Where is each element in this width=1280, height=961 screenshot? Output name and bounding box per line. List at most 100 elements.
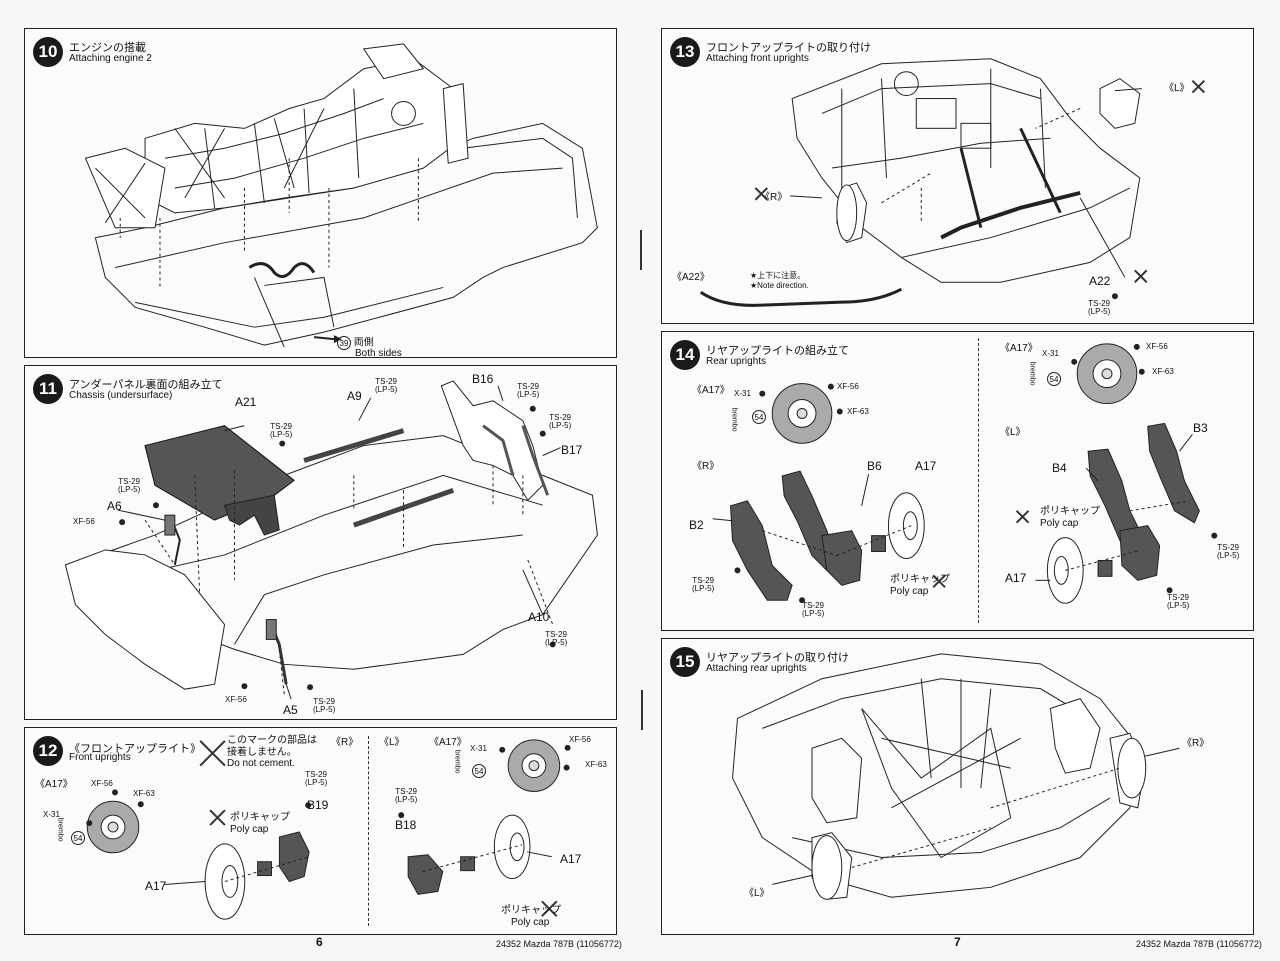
page-number-right: 7 xyxy=(954,935,961,949)
rear-upright-assembly-illustration xyxy=(712,343,1218,604)
step-title-jp: リヤアップライトの組み立て xyxy=(706,345,849,357)
part-label-b17: B17 xyxy=(561,443,583,457)
step-number-badge: 10 xyxy=(33,37,63,67)
decal-number-54: 54 xyxy=(1047,372,1061,386)
polycap-label-jp: ポリキャップ xyxy=(501,905,561,916)
paint-code: XF-56 xyxy=(73,517,95,526)
paint-code: XF-56 xyxy=(91,779,113,788)
brembo-decal: brembo xyxy=(730,407,738,432)
paint-code: TS-29 xyxy=(1217,543,1240,552)
step-title-en: Rear uprights xyxy=(706,356,767,367)
brembo-decal: brembo xyxy=(453,749,461,774)
paint-code: X-31 xyxy=(470,744,487,753)
paint-code: XF-56 xyxy=(569,735,591,744)
step-title-jp: 《フロントアップライト》 xyxy=(69,743,201,755)
paint-code: XF-56 xyxy=(1146,342,1168,351)
rear-upright-mount-illustration xyxy=(732,653,1180,900)
step-number-badge: 13 xyxy=(670,37,700,67)
paint-code: X-31 xyxy=(43,810,60,819)
part-label-a5: A5 xyxy=(283,703,298,717)
no-cement-note-en: Do not cement. xyxy=(227,758,295,769)
paint-code: XF-56 xyxy=(225,695,247,704)
side-label-left: 《L》 xyxy=(744,888,770,899)
paint-code: (LP-5) xyxy=(549,421,572,431)
decal-number-54: 54 xyxy=(752,410,766,424)
part-label-b19: B19 xyxy=(307,798,329,812)
underpanel-illustration xyxy=(64,380,598,700)
paint-code: XF-63 xyxy=(847,407,869,416)
binding-mark xyxy=(640,230,642,270)
paint-code: (LP-5) xyxy=(313,705,336,715)
step-title-en: Front uprights xyxy=(69,752,131,763)
right-page: 13 フロントアップライトの取り付け Attaching front uprig… xyxy=(640,0,1280,961)
decal-number-54: 54 xyxy=(71,831,85,845)
step-14-panel: 14 リヤアップライトの組み立て Rear uprights xyxy=(661,331,1254,631)
engine-chassis-illustration xyxy=(84,43,598,348)
paint-code: TS-29 xyxy=(305,770,328,779)
paint-code: TS-29 xyxy=(395,787,418,796)
side-label-right: 《R》 xyxy=(760,192,788,203)
paint-code: (LP-5) xyxy=(517,390,540,400)
front-upright-illustration xyxy=(86,739,571,920)
part-label-a22-ref: 《A22》 xyxy=(672,272,710,283)
paint-code: (LP-5) xyxy=(305,778,328,788)
part-label-b4: B4 xyxy=(1052,461,1067,475)
part-label-a9: A9 xyxy=(347,389,362,403)
step-number-badge: 14 xyxy=(670,340,700,370)
step-12-panel: 12 《フロントアップライト》 Front uprights xyxy=(24,727,617,935)
paint-code: TS-29 xyxy=(549,413,572,422)
paint-code: TS-29 xyxy=(270,422,293,431)
left-page: 10 エンジンの搭載 Attaching engine 2 xyxy=(24,28,622,949)
paint-code: TS-29 xyxy=(802,601,825,610)
footer-product-code: 24352 Mazda 787B (11056772) xyxy=(496,939,622,949)
step-title-en: Attaching engine 2 xyxy=(69,53,152,64)
side-label-right: 《R》 xyxy=(692,461,720,472)
part-label-a17: A17 xyxy=(560,852,582,866)
paint-code: XF-56 xyxy=(837,382,859,391)
side-label-left: 《L》 xyxy=(379,737,405,748)
step-title-jp: エンジンの搭載 xyxy=(69,42,146,54)
part-label-a17-ref: 《A17》 xyxy=(692,385,730,396)
note-direction-jp: ★上下に注意。 xyxy=(750,271,806,280)
step-10-panel: 10 エンジンの搭載 Attaching engine 2 xyxy=(24,28,617,358)
paint-code: (LP-5) xyxy=(270,430,293,440)
step-number-badge: 15 xyxy=(670,647,700,677)
paint-code: TS-29 xyxy=(118,477,141,486)
step-title-en: Attaching front uprights xyxy=(706,53,809,64)
brembo-decal: brembo xyxy=(56,817,64,842)
part-label-a17: A17 xyxy=(145,879,167,893)
paint-code: XF-63 xyxy=(1152,367,1174,376)
part-label-a10: A10 xyxy=(528,610,550,624)
part-label-b3: B3 xyxy=(1193,421,1208,435)
polycap-label-jp: ポリキャップ xyxy=(230,812,290,823)
paint-code: TS-29 xyxy=(517,382,540,391)
polycap-label-en: Poly cap xyxy=(230,824,269,835)
step-11-panel: 11 アンダーパネル裏面の組み立て Chassis (undersurface) xyxy=(24,365,617,720)
paint-code: X-31 xyxy=(1042,349,1059,358)
polycap-label-en: Poly cap xyxy=(1040,518,1079,529)
side-label-right: 《R》 xyxy=(331,737,359,748)
panel-divider xyxy=(978,338,979,623)
step-title-jp: リヤアップライトの取り付け xyxy=(706,652,849,664)
paint-code: (LP-5) xyxy=(545,638,568,648)
footer-product-code: 24352 Mazda 787B (11056772) xyxy=(1136,939,1262,949)
paint-code: X-31 xyxy=(734,389,751,398)
paint-code: (LP-5) xyxy=(802,609,825,619)
part-label-a17: A17 xyxy=(915,459,937,473)
paint-code: (LP-5) xyxy=(1167,601,1190,611)
front-upright-mount-illustration xyxy=(699,58,1206,307)
paint-code: TS-29 xyxy=(692,576,715,585)
step-title-en: Attaching rear uprights xyxy=(706,663,807,674)
step-title-jp: フロントアップライトの取り付け xyxy=(706,42,871,54)
part-number-39: 39 xyxy=(337,336,351,350)
side-label-left: 《L》 xyxy=(1164,83,1190,94)
step-15-panel: 15 リヤアップライトの取り付け Attaching rear uprights xyxy=(661,638,1254,935)
part-label-a17-ref: 《A17》 xyxy=(429,737,467,748)
part-label-a17-ref: 《A17》 xyxy=(1000,343,1038,354)
note-direction-en: ★Note direction. xyxy=(750,281,809,290)
paint-code: (LP-5) xyxy=(395,795,418,805)
side-label-left: 《L》 xyxy=(1000,427,1026,438)
polycap-label-en: Poly cap xyxy=(890,586,929,597)
brembo-decal: brembo xyxy=(1028,361,1036,386)
paint-code: (LP-5) xyxy=(1088,307,1111,317)
